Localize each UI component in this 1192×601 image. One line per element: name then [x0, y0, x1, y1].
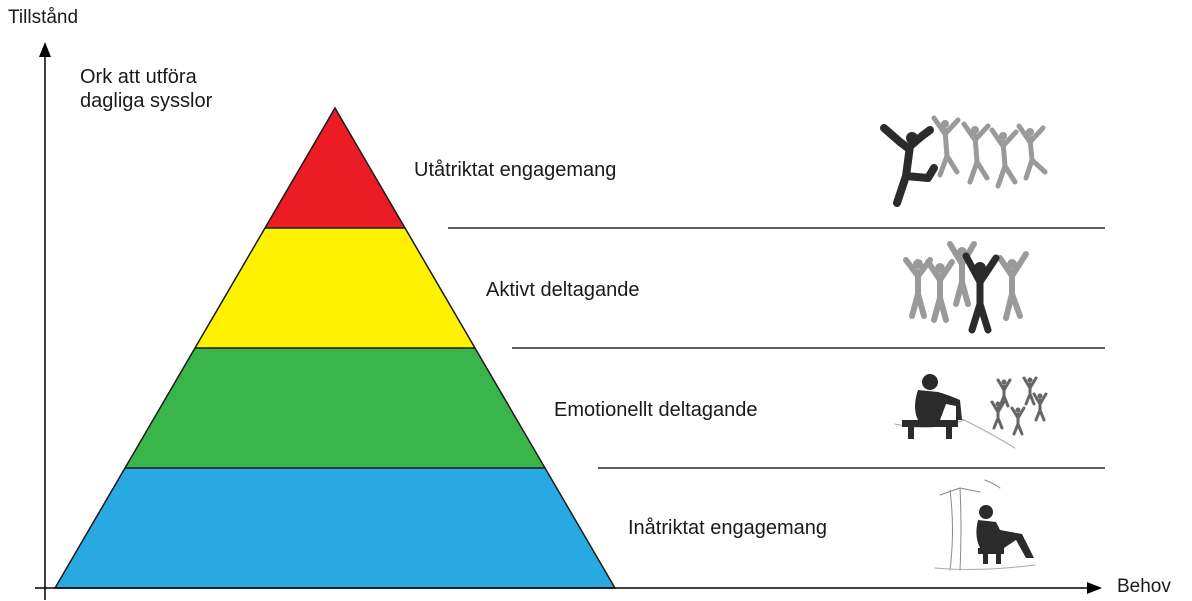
person-watching-group-icon	[894, 374, 1048, 449]
y-axis-arrow-icon	[39, 42, 51, 57]
level-label-utatriktat: Utåtriktat engagemang	[414, 159, 617, 181]
y-axis-label: Tillstånd	[8, 7, 79, 28]
level-label-aktivt: Aktivt deltagande	[486, 279, 640, 301]
x-axis-label: Behov	[1117, 576, 1171, 597]
pyramid-tier-aktivt	[195, 228, 475, 348]
group-cheering-icon	[903, 241, 1029, 334]
y-axis-sublabel-line1: Ork att utföra	[80, 66, 197, 88]
pyramid-tier-utatriktat	[265, 108, 405, 228]
y-axis-sublabel: Ork att utföra dagliga sysslor	[80, 65, 212, 113]
level-label-inatriktat: Inåtriktat engagemang	[628, 517, 828, 539]
person-sitting-alone-icon	[934, 479, 1036, 571]
pyramid-tier-emotionellt	[125, 348, 545, 468]
group-jumping-icon	[880, 115, 1048, 207]
level-label-emotionellt: Emotionellt deltagande	[554, 399, 758, 421]
y-axis-sublabel-line2: dagliga sysslor	[80, 90, 213, 112]
pyramid-tier-inatriktat	[55, 468, 615, 588]
x-axis-arrow-icon	[1087, 582, 1102, 594]
